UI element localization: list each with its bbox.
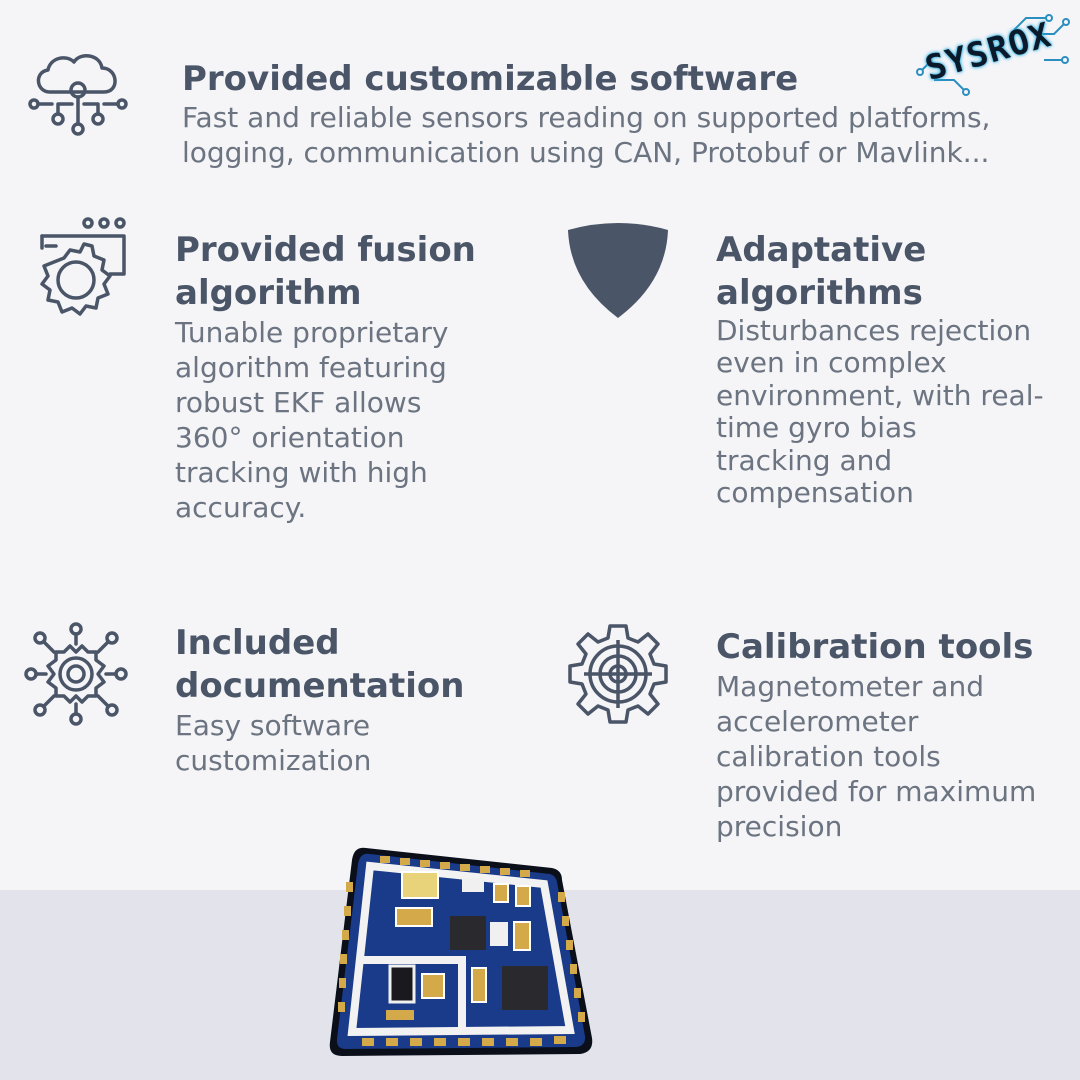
shield-icon [566,222,670,322]
gear-window-icon [26,216,130,328]
feature-documentation: Included documentation Easy software cus… [175,622,515,778]
feature-title-line: documentation [175,666,465,706]
feature-desc-line: even in complex [716,346,947,380]
feature-adaptive: Adaptative algorithms Disturbances rejec… [716,229,1056,509]
feature-desc-line: customization [175,744,372,777]
feature-desc-line: tracking with high [175,456,428,489]
feature-desc-line: Fast and reliable sensors reading on sup… [182,101,991,134]
feature-title: Calibration tools [716,627,1034,667]
feature-desc-line: Magnetometer and [716,670,984,703]
feature-calibration: Calibration tools Magnetometer and accel… [716,626,1056,844]
feature-desc-line: 360° orientation [175,421,405,454]
feature-fusion: Provided fusion algorithm Tunable propri… [175,229,495,525]
gear-target-icon [566,622,670,726]
feature-title-line: Adaptative [716,230,927,270]
feature-desc-line: algorithm featuring [175,351,447,384]
cloud-network-icon [28,52,128,136]
sysrox-logo: SYSROX [914,10,1074,98]
feature-desc-line: Easy software [175,709,371,742]
feature-title-line: Provided fusion [175,230,476,270]
feature-desc-line: calibration tools [716,740,941,773]
feature-desc-line: time gyro bias [716,411,917,445]
feature-desc-line: accelerometer [716,705,919,738]
feature-desc-line: environment, with real- [716,378,1044,412]
feature-desc-line: logging, communication using CAN, Protob… [182,136,990,169]
feature-title-line: algorithms [716,273,923,313]
feature-title-line: Included [175,623,340,663]
feature-desc-line: accuracy. [175,491,307,524]
feature-desc-line: tracking and [716,443,893,477]
logo-circuit-icon [916,14,1070,96]
feature-software: Provided customizable software Fast and … [182,58,1062,170]
feature-title-line: algorithm [175,273,362,313]
feature-desc-line: robust EKF allows [175,386,422,419]
feature-desc-line: provided for maximum [716,775,1037,808]
feature-title: Provided customizable software [182,59,799,99]
feature-desc-line: precision [716,810,843,843]
pcb-board-image [322,842,602,1070]
feature-desc-line: Tunable proprietary [175,316,449,349]
feature-desc-line: compensation [716,476,914,510]
feature-desc-line: Disturbances rejection [716,314,1032,347]
gear-network-icon [24,622,128,726]
